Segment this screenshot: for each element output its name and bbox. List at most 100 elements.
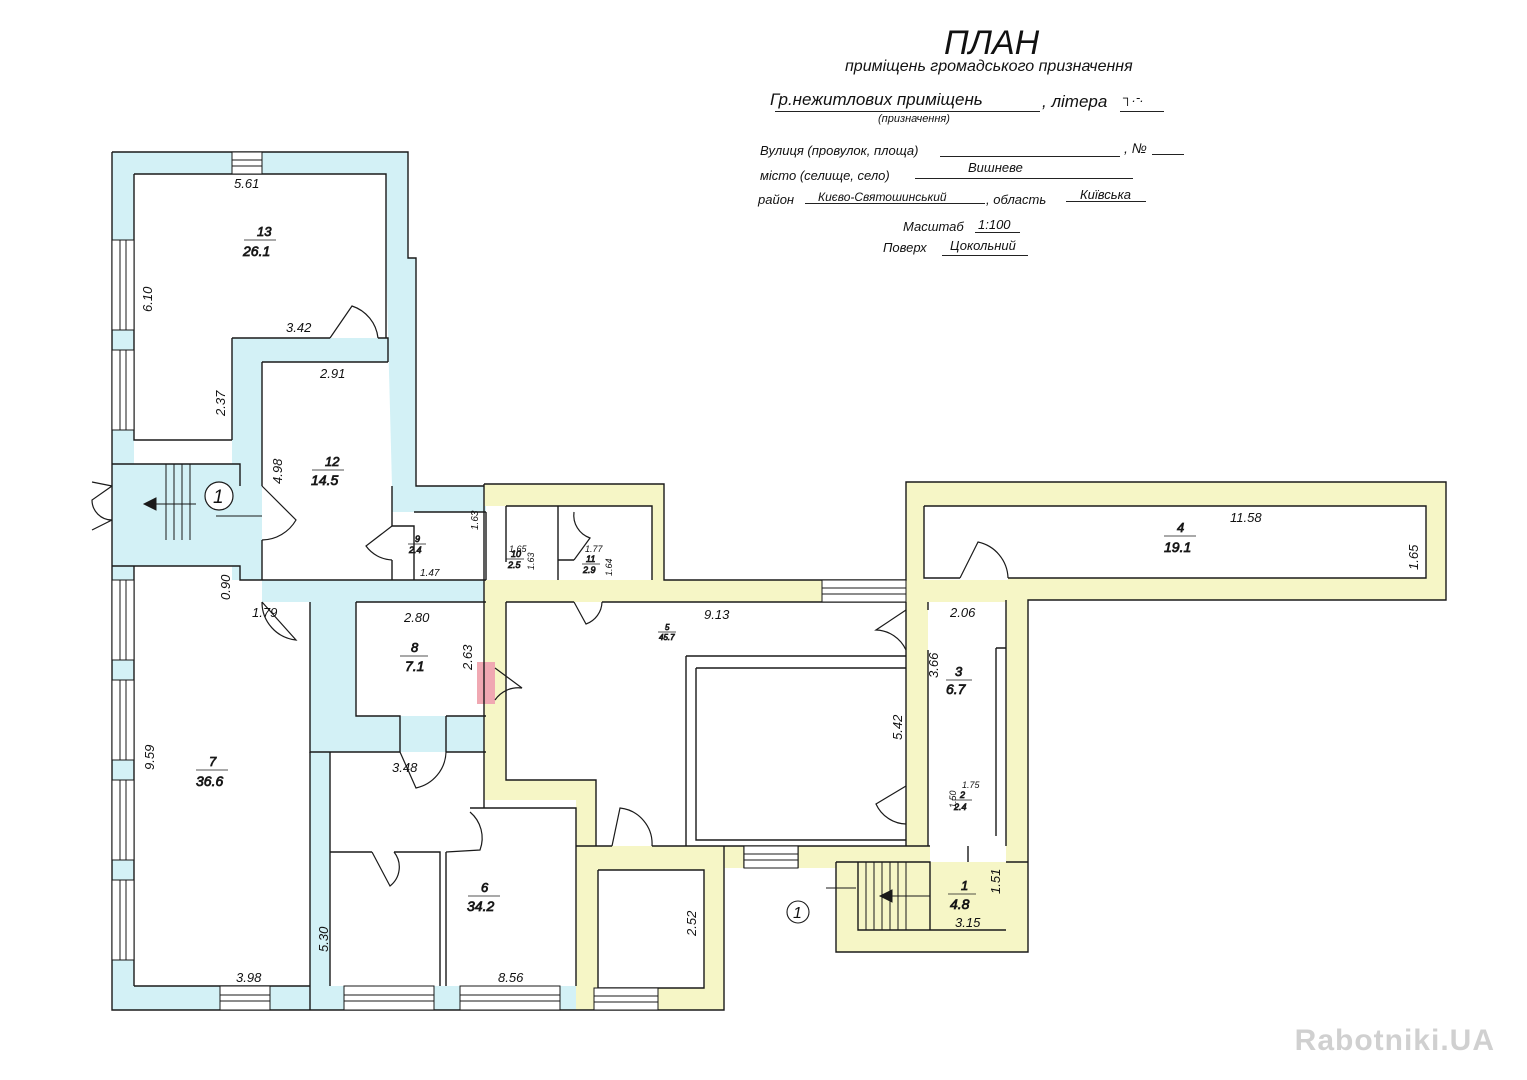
- wall-fill-yellow-south: [576, 846, 724, 870]
- wall-outline-room9: [391, 486, 487, 580]
- door-swing: [261, 485, 297, 541]
- room-9-number: 9: [415, 534, 420, 544]
- dim-label: 1.51: [988, 869, 1003, 894]
- section-line: [216, 515, 856, 889]
- dim-label: 1.65: [1406, 544, 1421, 570]
- door-swing: [329, 305, 379, 339]
- city-underline: [915, 178, 1133, 179]
- window: [111, 779, 135, 861]
- window: [231, 151, 263, 175]
- dim-label: 11.58: [1230, 510, 1262, 525]
- dim-label: 1.47: [420, 568, 440, 579]
- scale-label: Масштаб: [903, 219, 964, 234]
- plan-title: ПЛАН: [944, 24, 1040, 62]
- litera-label: , літера: [1042, 92, 1108, 111]
- dim-label: 2.91: [319, 366, 345, 381]
- door-swing: [573, 511, 591, 561]
- wall-fill-blue-mid: [392, 486, 486, 512]
- room-11-number: 11: [586, 554, 595, 564]
- window: [821, 579, 907, 603]
- window: [111, 239, 135, 331]
- room-7-area: 36.6: [196, 773, 223, 789]
- floor-label: Поверх: [883, 240, 927, 255]
- wall-fill-blue-stair: [112, 464, 240, 566]
- wall-fill-blue-room8: [310, 580, 356, 752]
- dim-label: 5.30: [316, 926, 331, 952]
- room-3-area: 6.7: [946, 681, 967, 697]
- door-swing: [494, 667, 523, 701]
- dim-label: 9.59: [142, 745, 157, 770]
- room-9-area: 2.4: [408, 545, 422, 555]
- section-mark-1: 1: [213, 487, 224, 508]
- room-8-area: 7.1: [405, 658, 424, 674]
- litera-value: ┐.-.: [1123, 90, 1144, 105]
- wall-outline-room6: [330, 807, 577, 986]
- wall-fill-yellow-east: [704, 868, 724, 1010]
- wall-fill-yellow-inner: [484, 780, 596, 846]
- room-10-area: 2.5: [507, 560, 522, 570]
- door-swing: [399, 751, 447, 789]
- dim-label: 1.77: [585, 544, 604, 554]
- room-12-number: 12: [325, 454, 340, 469]
- window: [343, 985, 435, 1011]
- room-3-number: 3: [955, 664, 963, 679]
- floor-underline: [942, 255, 1028, 256]
- room-12-area: 14.5: [311, 472, 338, 488]
- district-underline: [805, 203, 985, 204]
- street-underline: [940, 156, 1120, 157]
- dim-label: 3.42: [286, 320, 312, 335]
- wall-fill-blue-room8b: [356, 716, 486, 752]
- room-8-number: 8: [411, 640, 419, 655]
- door-swing: [91, 481, 113, 531]
- litera-underline: [1120, 111, 1164, 112]
- room-11-area: 2.9: [582, 565, 596, 575]
- section-marker-circle: [786, 900, 810, 924]
- room-4-number: 4: [1177, 520, 1184, 535]
- dim-label: 1.65: [509, 544, 528, 554]
- oblast-underline: [1066, 201, 1146, 202]
- door-swing: [874, 609, 907, 651]
- window: [111, 349, 135, 431]
- dim-label: 3.48: [392, 760, 418, 775]
- dim-label: 6.10: [140, 286, 155, 312]
- wall-outline-room3: [905, 600, 1028, 863]
- section-mark-2: 1: [793, 905, 802, 922]
- city-label: місто (селище, село): [760, 168, 890, 183]
- door-highlight: [477, 662, 495, 704]
- wall-fill-blue-hall: [310, 752, 330, 1010]
- door-swing: [365, 525, 393, 561]
- door-swing: [371, 851, 400, 887]
- door-swing: [445, 811, 483, 853]
- purpose-value: Гр.нежитлових приміщень: [770, 90, 983, 109]
- dim-label: 0.90: [218, 574, 233, 600]
- purpose-caption: (призначення): [878, 113, 950, 125]
- plan-subtitle: приміщень громадського призначення: [845, 58, 1133, 75]
- wall-fill-yellow-room: [576, 870, 598, 1010]
- dim-label: 5.42: [890, 714, 905, 740]
- wall-fill-yellow-hall: [484, 580, 1010, 602]
- window: [743, 845, 799, 869]
- wall-fill-blue-corridor: [232, 338, 388, 362]
- dim-label: 3.98: [236, 970, 262, 985]
- wall-fill-blue-lobby: [262, 580, 486, 602]
- door-swing: [261, 601, 298, 641]
- wall-fill-yellow-room4b: [1008, 578, 1446, 600]
- street-label: Вулиця (провулок, площа): [760, 143, 919, 158]
- wall-fill-yellow-north: [484, 484, 664, 580]
- section-marker-circle: [204, 481, 234, 511]
- dim-label: 2.52: [684, 910, 699, 937]
- wall-outline-hall: [506, 505, 1427, 603]
- dim-label: 1.75: [962, 780, 981, 790]
- window: [111, 679, 135, 761]
- dim-label: 2.80: [403, 610, 430, 625]
- scale-underline: [975, 232, 1020, 233]
- oblast-label: , область: [986, 192, 1047, 207]
- window: [111, 579, 135, 661]
- door-swing: [875, 785, 907, 825]
- oblast-value: Київська: [1080, 187, 1131, 202]
- dim-label: 4.98: [270, 458, 285, 484]
- wall-outline-room5: [505, 602, 906, 846]
- room-6-number: 6: [481, 880, 489, 895]
- district-label: район: [758, 192, 795, 207]
